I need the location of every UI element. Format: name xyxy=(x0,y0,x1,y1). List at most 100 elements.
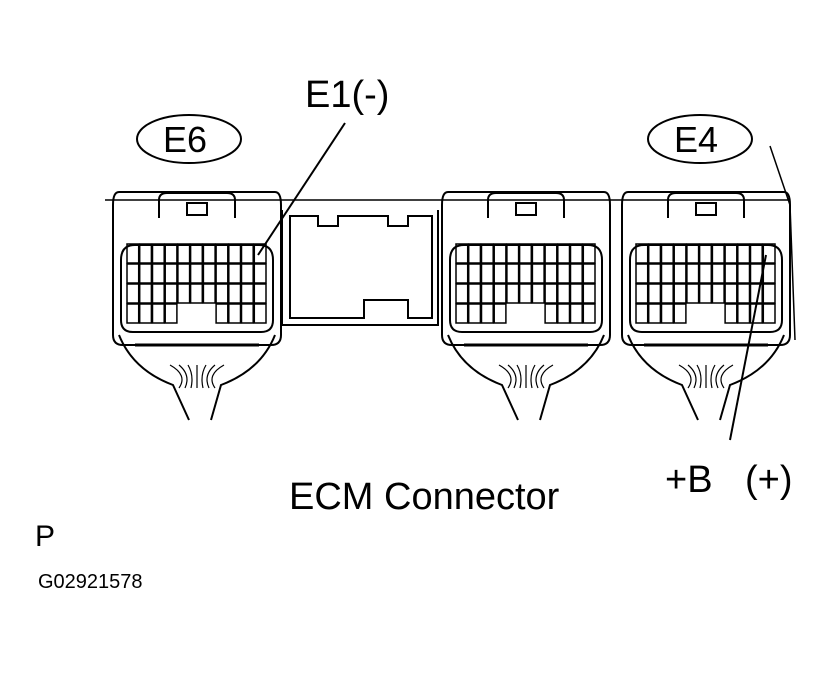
terminal-cell xyxy=(240,283,254,304)
e1-leader-line xyxy=(257,122,346,256)
terminal-cell xyxy=(698,283,713,304)
terminal-cell xyxy=(215,263,229,284)
terminal-cell xyxy=(673,263,687,284)
terminal-cell xyxy=(189,263,204,284)
wire-strand xyxy=(187,364,193,389)
terminal-cell xyxy=(189,283,204,304)
terminal-cell xyxy=(480,243,494,264)
terminal-cell xyxy=(126,263,140,284)
diagram-title: ECM Connector xyxy=(289,476,560,518)
terminal-cell xyxy=(724,243,738,264)
terminal-cell xyxy=(151,283,165,304)
terminal-cell xyxy=(762,243,776,264)
terminal-cell xyxy=(557,243,571,264)
terminal-cell xyxy=(253,263,267,284)
terminal-cell xyxy=(724,303,738,324)
wire-strand xyxy=(206,364,216,389)
terminal-cell xyxy=(240,263,254,284)
terminal-cell xyxy=(126,283,140,304)
terminal-cell xyxy=(660,263,674,284)
wire-strand xyxy=(696,364,702,389)
terminal-cell xyxy=(531,263,545,284)
terminal-cell xyxy=(164,283,178,304)
terminal-cell xyxy=(673,303,687,324)
terminal-cell xyxy=(518,283,533,304)
terminal-cell xyxy=(557,303,571,324)
wire-strand xyxy=(530,364,536,389)
terminal-cell xyxy=(480,283,494,304)
e4-connector-terminal-face xyxy=(629,244,783,333)
terminal-cell xyxy=(506,283,520,304)
terminal-cell xyxy=(762,263,776,284)
terminal-cell xyxy=(480,263,494,284)
e6-label-oval xyxy=(136,114,242,164)
terminal-cell xyxy=(126,303,140,324)
terminal-cell xyxy=(647,303,662,324)
terminal-cell xyxy=(151,263,165,284)
wire-strand xyxy=(720,364,734,389)
terminal-cell xyxy=(455,243,469,264)
terminal-cell xyxy=(202,243,216,264)
terminal-cell xyxy=(164,303,178,324)
wire-strand xyxy=(211,364,225,389)
terminal-cell xyxy=(635,263,649,284)
terminal-cell xyxy=(138,303,153,324)
terminal-cell xyxy=(737,283,751,304)
middle-connector xyxy=(441,191,611,421)
terminal-cell xyxy=(660,283,674,304)
terminal-cell xyxy=(126,243,140,264)
terminal-cell xyxy=(569,283,583,304)
terminal-cell xyxy=(164,243,178,264)
terminal-cell xyxy=(480,303,494,324)
terminal-cell xyxy=(711,283,725,304)
terminal-cell xyxy=(698,263,713,284)
terminal-cell xyxy=(762,303,776,324)
terminal-cell xyxy=(240,303,254,324)
terminal-cell xyxy=(711,243,725,264)
terminal-cell xyxy=(138,243,153,264)
terminal-cell xyxy=(686,283,700,304)
terminal-cell xyxy=(455,283,469,304)
terminal-cell xyxy=(151,303,165,324)
terminal-cell xyxy=(151,243,165,264)
terminal-cell xyxy=(202,283,216,304)
e6-connector-boot xyxy=(118,334,276,421)
plus-b-leader-line xyxy=(729,254,767,441)
terminal-cell xyxy=(724,283,738,304)
terminal-cell xyxy=(189,243,204,264)
terminal-cell xyxy=(177,283,191,304)
terminal-cell xyxy=(660,243,674,264)
terminal-cell xyxy=(737,263,751,284)
figure-id: G02921578 xyxy=(38,571,143,593)
terminal-cell xyxy=(253,243,267,264)
terminal-cell xyxy=(138,263,153,284)
terminal-cell xyxy=(215,243,229,264)
wire-strand xyxy=(678,364,692,389)
terminal-cell xyxy=(455,263,469,284)
center-socket-housing xyxy=(281,210,439,326)
terminal-cell xyxy=(506,243,520,264)
terminal-cell xyxy=(635,303,649,324)
terminal-cell xyxy=(544,263,558,284)
terminal-cell xyxy=(253,283,267,304)
middle-connector-latch-tab xyxy=(515,202,537,216)
mounting-edge-right xyxy=(769,145,791,206)
terminal-cell xyxy=(215,303,229,324)
terminal-cell xyxy=(467,303,482,324)
e4-connector-latch xyxy=(667,192,745,218)
terminal-cell xyxy=(686,243,700,264)
terminal-cell xyxy=(531,283,545,304)
terminal-cell xyxy=(138,283,153,304)
terminal-cell xyxy=(544,283,558,304)
terminal-cell xyxy=(635,243,649,264)
plus-b-polarity: (+) xyxy=(745,459,793,501)
terminal-cell xyxy=(202,263,216,284)
terminal-cell xyxy=(647,243,662,264)
terminal-cell xyxy=(493,283,507,304)
wire-strand xyxy=(201,364,207,389)
terminal-cell xyxy=(582,263,596,284)
terminal-cell xyxy=(582,283,596,304)
terminal-cell xyxy=(544,243,558,264)
terminal-cell xyxy=(582,243,596,264)
terminal-cell xyxy=(698,243,713,264)
